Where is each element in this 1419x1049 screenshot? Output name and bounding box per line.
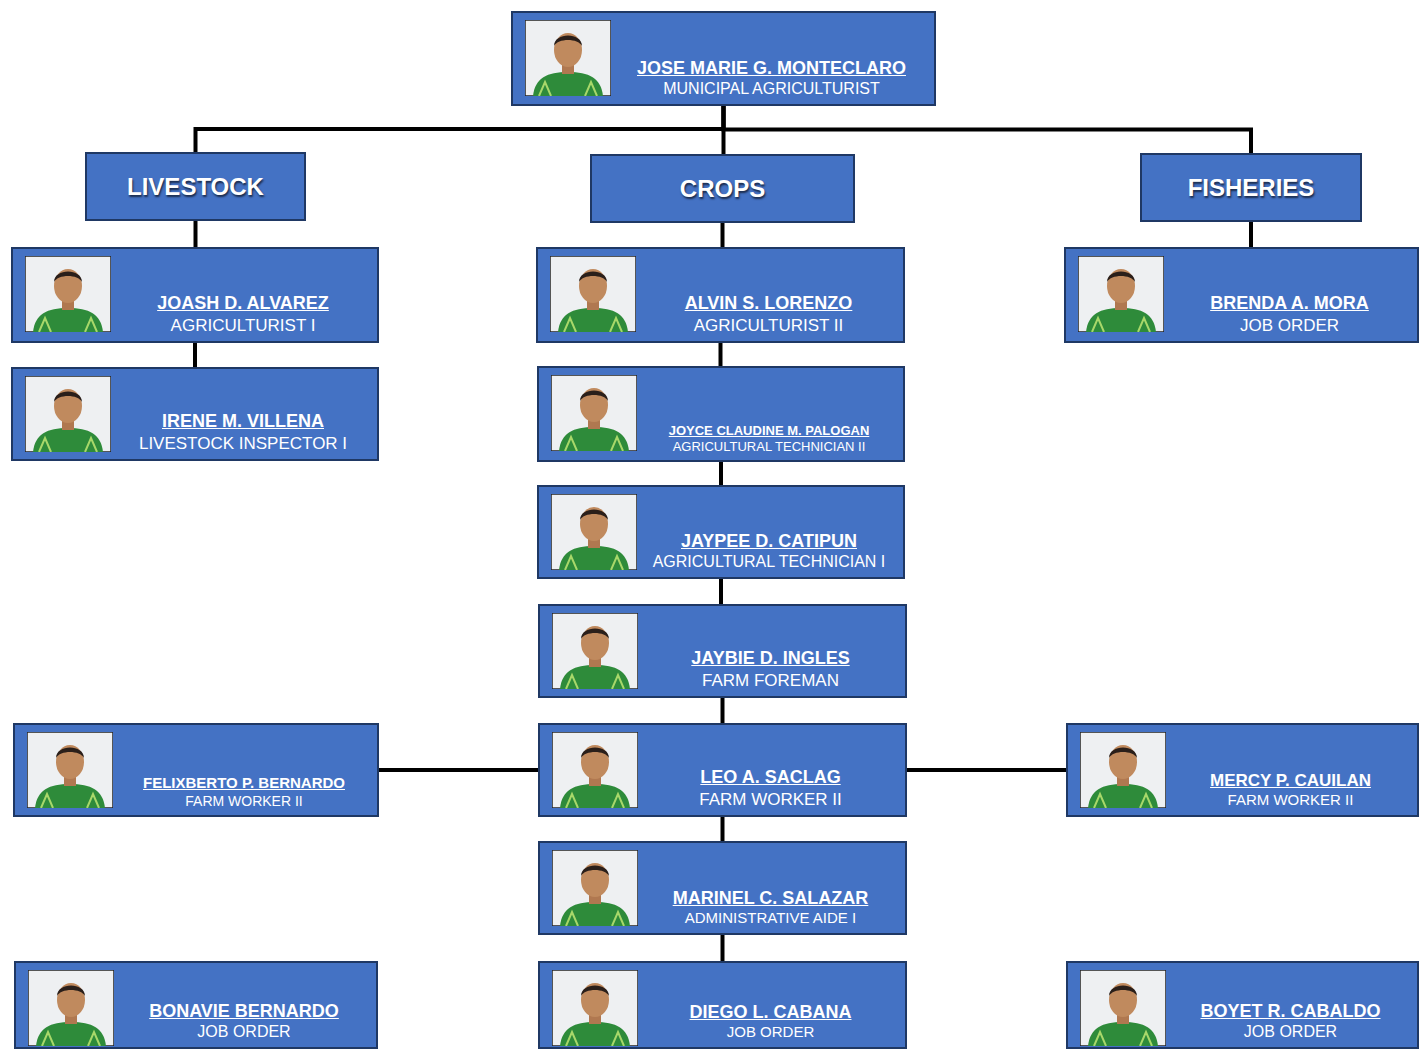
org-connector: [193, 343, 197, 367]
text-area: CROPS: [596, 156, 849, 221]
staff-photo: [25, 376, 111, 452]
staff-photo: [552, 850, 638, 926]
staff-photo: [1080, 970, 1166, 1046]
text-area: JAYPEE D. CATIPUNAGRICULTURAL TECHNICIAN…: [639, 491, 899, 572]
staff-photo: [25, 256, 111, 332]
staff-name: JOSE MARIE G. MONTECLARO: [637, 57, 906, 80]
text-area: JOYCE CLAUDINE M. PALOGANAGRICULTURAL TE…: [639, 372, 899, 455]
org-connector: [721, 817, 725, 841]
text-area: BONAVIE BERNARDOJOB ORDER: [116, 967, 372, 1042]
staff-box: JAYBIE D. INGLESFARM FOREMAN: [538, 604, 907, 698]
staff-name: MERCY P. CAUILAN: [1210, 770, 1371, 791]
org-connector: [1249, 222, 1253, 247]
staff-name: JOASH D. ALVAREZ: [157, 292, 329, 315]
text-area: IRENE M. VILLENALIVESTOCK INSPECTOR I: [113, 373, 373, 454]
staff-name: LEO A. SACLAG: [700, 766, 840, 789]
staff-box: JAYPEE D. CATIPUNAGRICULTURAL TECHNICIAN…: [537, 485, 905, 579]
text-area: JOSE MARIE G. MONTECLAROMUNICIPAL AGRICU…: [613, 17, 930, 99]
staff-box: FELIXBERTO P. BERNARDOFARM WORKER II: [13, 723, 379, 817]
staff-photo: [552, 732, 638, 808]
position-title: ADMINISTRATIVE AIDE I: [685, 909, 856, 928]
text-area: MERCY P. CAUILANFARM WORKER II: [1168, 729, 1413, 810]
org-connector: [196, 106, 724, 152]
position-title: JOB ORDER: [727, 1023, 815, 1042]
staff-name: BOYET R. CABALDO: [1201, 1000, 1381, 1023]
org-connector: [719, 462, 723, 485]
staff-box: BOYET R. CABALDOJOB ORDER: [1066, 961, 1419, 1049]
position-title: FARM WORKER II: [699, 789, 842, 810]
staff-photo: [1080, 732, 1166, 808]
section-box: CROPS: [590, 154, 855, 223]
staff-box: ALVIN S. LORENZOAGRICULTURIST II: [536, 247, 905, 343]
staff-photo: [550, 256, 636, 332]
staff-name: DIEGO L. CABANA: [690, 1001, 852, 1024]
position-title: MUNICIPAL AGRICULTURIST: [663, 79, 880, 99]
staff-box: JOSE MARIE G. MONTECLAROMUNICIPAL AGRICU…: [511, 11, 936, 106]
position-title: AGRICULTURAL TECHNICIAN I: [653, 552, 886, 572]
section-title: LIVESTOCK: [127, 173, 264, 201]
staff-box: IRENE M. VILLENALIVESTOCK INSPECTOR I: [11, 367, 379, 461]
position-title: AGRICULTURAL TECHNICIAN II: [673, 439, 866, 455]
org-connector: [721, 223, 725, 247]
position-title: AGRICULTURIST I: [171, 315, 316, 336]
position-title: FARM WORKER II: [185, 793, 302, 811]
section-title: CROPS: [680, 175, 765, 203]
staff-name: IRENE M. VILLENA: [162, 410, 324, 433]
staff-name: JOYCE CLAUDINE M. PALOGAN: [669, 423, 870, 439]
staff-box: JOASH D. ALVAREZAGRICULTURIST I: [11, 247, 379, 343]
text-area: BOYET R. CABALDOJOB ORDER: [1168, 967, 1413, 1042]
text-area: LIVESTOCK: [91, 154, 300, 219]
staff-box: MERCY P. CAUILANFARM WORKER II: [1066, 723, 1419, 817]
position-title: JOB ORDER: [1244, 1022, 1337, 1042]
staff-photo: [552, 970, 638, 1046]
staff-box: MARINEL C. SALAZARADMINISTRATIVE AIDE I: [538, 841, 907, 935]
text-area: JAYBIE D. INGLESFARM FOREMAN: [640, 610, 901, 691]
staff-photo: [28, 970, 114, 1046]
org-connector: [719, 579, 723, 604]
position-title: FARM FOREMAN: [702, 670, 839, 691]
org-connector: [721, 935, 725, 961]
section-box: LIVESTOCK: [85, 152, 306, 221]
org-connector: [194, 221, 198, 247]
staff-box: JOYCE CLAUDINE M. PALOGANAGRICULTURAL TE…: [537, 366, 905, 462]
section-box: FISHERIES: [1140, 153, 1362, 222]
text-area: JOASH D. ALVAREZAGRICULTURIST I: [113, 253, 373, 336]
position-title: FARM WORKER II: [1228, 791, 1354, 810]
staff-name: JAYBIE D. INGLES: [691, 647, 849, 670]
text-area: DIEGO L. CABANAJOB ORDER: [640, 967, 901, 1042]
text-area: ALVIN S. LORENZOAGRICULTURIST II: [638, 253, 899, 336]
staff-name: BRENDA A. MORA: [1210, 292, 1369, 315]
staff-name: ALVIN S. LORENZO: [685, 292, 853, 315]
staff-box: DIEGO L. CABANAJOB ORDER: [538, 961, 907, 1049]
org-connector: [721, 698, 725, 723]
org-connector: [379, 768, 538, 772]
staff-name: JAYPEE D. CATIPUN: [681, 530, 857, 553]
staff-photo: [525, 20, 611, 96]
staff-box: BRENDA A. MORAJOB ORDER: [1064, 247, 1419, 343]
staff-photo: [552, 613, 638, 689]
staff-name: MARINEL C. SALAZAR: [673, 887, 869, 910]
position-title: JOB ORDER: [1240, 315, 1339, 336]
staff-photo: [551, 494, 637, 570]
position-title: LIVESTOCK INSPECTOR I: [139, 433, 347, 454]
position-title: AGRICULTURIST II: [694, 315, 844, 336]
staff-photo: [27, 732, 113, 808]
staff-photo: [1078, 256, 1164, 332]
text-area: FISHERIES: [1146, 155, 1356, 220]
text-area: MARINEL C. SALAZARADMINISTRATIVE AIDE I: [640, 847, 901, 928]
text-area: FELIXBERTO P. BERNARDOFARM WORKER II: [115, 729, 373, 810]
text-area: LEO A. SACLAGFARM WORKER II: [640, 729, 901, 810]
section-title: FISHERIES: [1188, 174, 1315, 202]
staff-box: LEO A. SACLAGFARM WORKER II: [538, 723, 907, 817]
text-area: BRENDA A. MORAJOB ORDER: [1166, 253, 1413, 336]
org-connector: [719, 343, 723, 366]
staff-name: BONAVIE BERNARDO: [149, 1000, 339, 1023]
position-title: JOB ORDER: [197, 1022, 290, 1042]
org-connector: [907, 768, 1066, 772]
staff-photo: [551, 375, 637, 451]
staff-box: BONAVIE BERNARDOJOB ORDER: [14, 961, 378, 1049]
org-connector: [724, 106, 1252, 153]
staff-name: FELIXBERTO P. BERNARDO: [143, 774, 345, 793]
